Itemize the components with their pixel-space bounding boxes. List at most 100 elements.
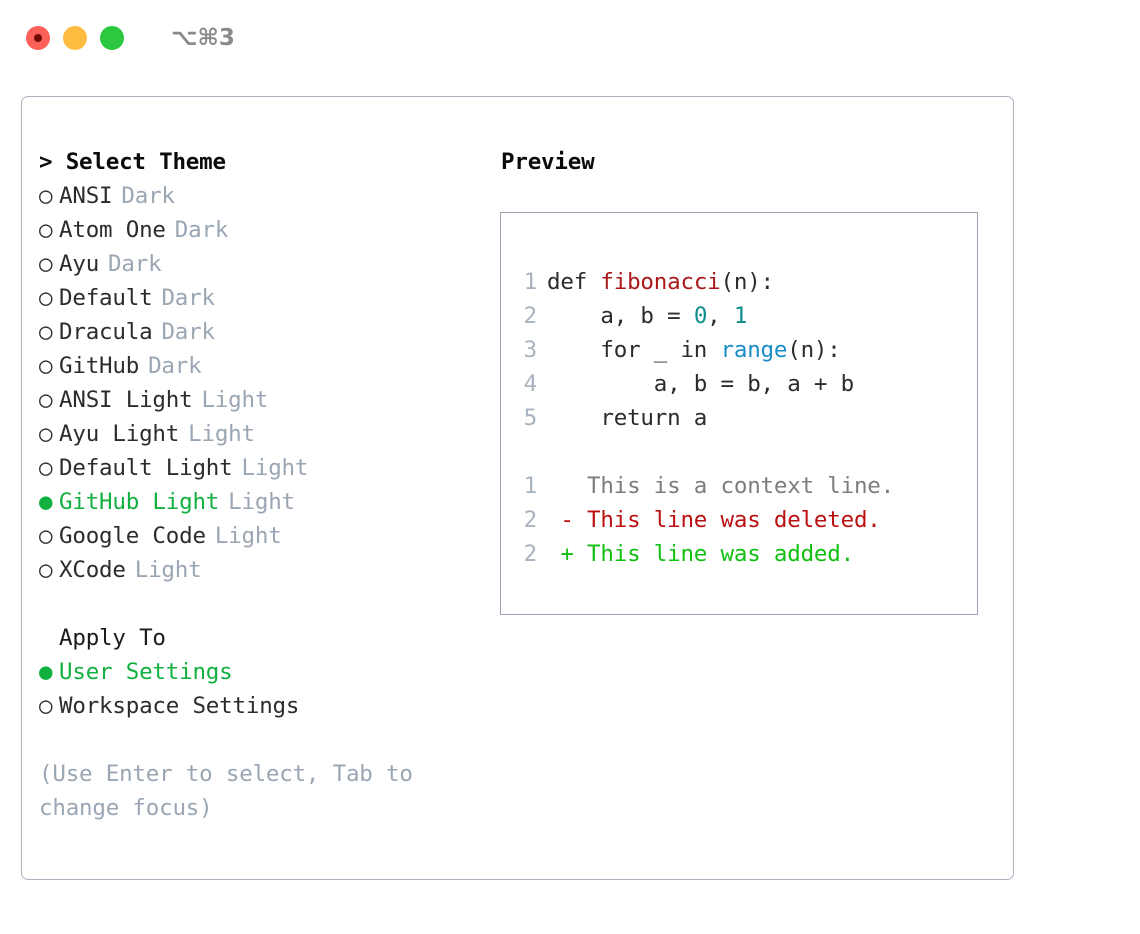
theme-option-xcode[interactable]: ○XCode Light bbox=[39, 553, 500, 587]
theme-option-label: XCode bbox=[59, 557, 126, 583]
maximize-button[interactable] bbox=[100, 26, 124, 50]
theme-option-label: Ayu bbox=[59, 251, 100, 277]
code-line: 2 a, b = 0, 1 bbox=[501, 299, 977, 333]
theme-variant-badge: Light bbox=[214, 523, 282, 549]
theme-option-label: Dracula bbox=[59, 319, 153, 345]
theme-option-label: Atom One bbox=[59, 217, 166, 243]
code-token: 0 bbox=[693, 303, 708, 329]
radio-selected-icon: ● bbox=[39, 659, 53, 685]
theme-variant-badge: Dark bbox=[174, 217, 229, 243]
code-line-content: for _ in range(n): bbox=[547, 333, 841, 367]
radio-unselected-icon: ○ bbox=[39, 251, 53, 277]
apply-to-option-user-settings[interactable]: ●User Settings bbox=[39, 655, 500, 689]
apply-to-option-workspace-settings[interactable]: ○Workspace Settings bbox=[39, 689, 500, 723]
code-line: 5 return a bbox=[501, 401, 977, 435]
theme-option-label: ANSI Light bbox=[59, 387, 193, 413]
theme-option-label: Default bbox=[59, 285, 153, 311]
theme-option-default[interactable]: ○Default Dark bbox=[39, 281, 500, 315]
code-token: , bbox=[707, 303, 734, 329]
window-title: ⌥⌘3 bbox=[171, 25, 235, 51]
radio-unselected-icon: ○ bbox=[39, 319, 53, 345]
apply-to-option-label: Workspace Settings bbox=[59, 693, 300, 719]
code-token: + This line was added. bbox=[547, 541, 854, 567]
line-number: 5 bbox=[523, 405, 538, 431]
line-number: 2 bbox=[523, 303, 538, 329]
apply-to-option-label: User Settings bbox=[59, 659, 233, 685]
code-token: (n): bbox=[787, 337, 841, 363]
diff-line: 2 - This line was deleted. bbox=[501, 503, 977, 537]
code-line-content: a, b = 0, 1 bbox=[547, 299, 747, 333]
radio-selected-icon: ● bbox=[39, 489, 53, 515]
code-token: def bbox=[547, 269, 601, 295]
keyboard-hint: (Use Enter to select, Tab to change focu… bbox=[39, 761, 413, 821]
theme-variant-badge: Light bbox=[228, 489, 295, 515]
line-number: 3 bbox=[523, 337, 538, 363]
radio-unselected-icon: ○ bbox=[39, 353, 53, 379]
radio-unselected-icon: ○ bbox=[39, 693, 53, 719]
theme-variant-badge: Dark bbox=[108, 251, 162, 277]
theme-variant-badge: Light bbox=[201, 387, 269, 413]
radio-unselected-icon: ○ bbox=[39, 557, 53, 583]
line-number: 1 bbox=[523, 473, 538, 499]
theme-option-label: Default Light bbox=[59, 455, 233, 481]
radio-unselected-icon: ○ bbox=[39, 183, 53, 209]
code-line-content: - This line was deleted. bbox=[547, 503, 881, 537]
traffic-light-group bbox=[26, 26, 124, 50]
code-line: 3 for _ in range(n): bbox=[501, 333, 977, 367]
close-button[interactable] bbox=[26, 26, 50, 50]
theme-option-atom-one[interactable]: ○Atom One Dark bbox=[39, 213, 500, 247]
code-line-content: def fibonacci(n): bbox=[547, 265, 774, 299]
theme-option-dracula[interactable]: ○Dracula Dark bbox=[39, 315, 500, 349]
list-spacer bbox=[39, 587, 500, 621]
radio-unselected-icon: ○ bbox=[39, 455, 53, 481]
code-line-content: + This line was added. bbox=[547, 537, 854, 571]
theme-option-label: Ayu Light bbox=[59, 421, 180, 447]
diff-preview: 1 This is a context line. 2 - This line w… bbox=[501, 469, 977, 571]
theme-option-label: ANSI bbox=[59, 183, 113, 209]
line-number: 4 bbox=[523, 371, 538, 397]
select-theme-header: > Select Theme bbox=[39, 149, 226, 175]
apply-to-header-label: Apply To bbox=[59, 625, 166, 651]
code-line-content: a, b = b, a + b bbox=[547, 367, 854, 401]
theme-variant-badge: Light bbox=[134, 557, 202, 583]
code-token: This is a context line. bbox=[547, 473, 894, 499]
theme-variant-badge: Dark bbox=[161, 319, 215, 345]
apply-to-header: ○Apply To bbox=[39, 621, 500, 655]
theme-option-ayu[interactable]: ○Ayu Dark bbox=[39, 247, 500, 281]
code-token: a, b = b, a + b bbox=[547, 371, 854, 397]
code-token: range bbox=[720, 337, 788, 363]
code-line-content: return a bbox=[547, 401, 707, 435]
radio-unselected-icon: ○ bbox=[39, 285, 53, 311]
radio-unselected-icon: ○ bbox=[39, 217, 53, 243]
theme-option-ansi-light[interactable]: ○ANSI Light Light bbox=[39, 383, 500, 417]
minimize-button[interactable] bbox=[63, 26, 87, 50]
diff-line: 2 + This line was added. bbox=[501, 537, 977, 571]
code-token: return a bbox=[547, 405, 708, 431]
code-line: 4 a, b = b, a + b bbox=[501, 367, 977, 401]
apply-to-bullet-placeholder: ○ bbox=[39, 621, 59, 655]
preview-header: Preview bbox=[501, 149, 595, 175]
line-number: 2 bbox=[523, 507, 538, 533]
radio-unselected-icon: ○ bbox=[39, 387, 53, 413]
radio-unselected-icon: ○ bbox=[39, 523, 53, 549]
apply-to-list[interactable]: ●User Settings○Workspace Settings bbox=[39, 655, 500, 723]
line-number: 2 bbox=[523, 541, 538, 567]
theme-variant-badge: Dark bbox=[161, 285, 215, 311]
code-token: a, b = bbox=[547, 303, 694, 329]
theme-option-label: GitHub bbox=[59, 353, 140, 379]
code-token: 1 bbox=[733, 303, 748, 329]
